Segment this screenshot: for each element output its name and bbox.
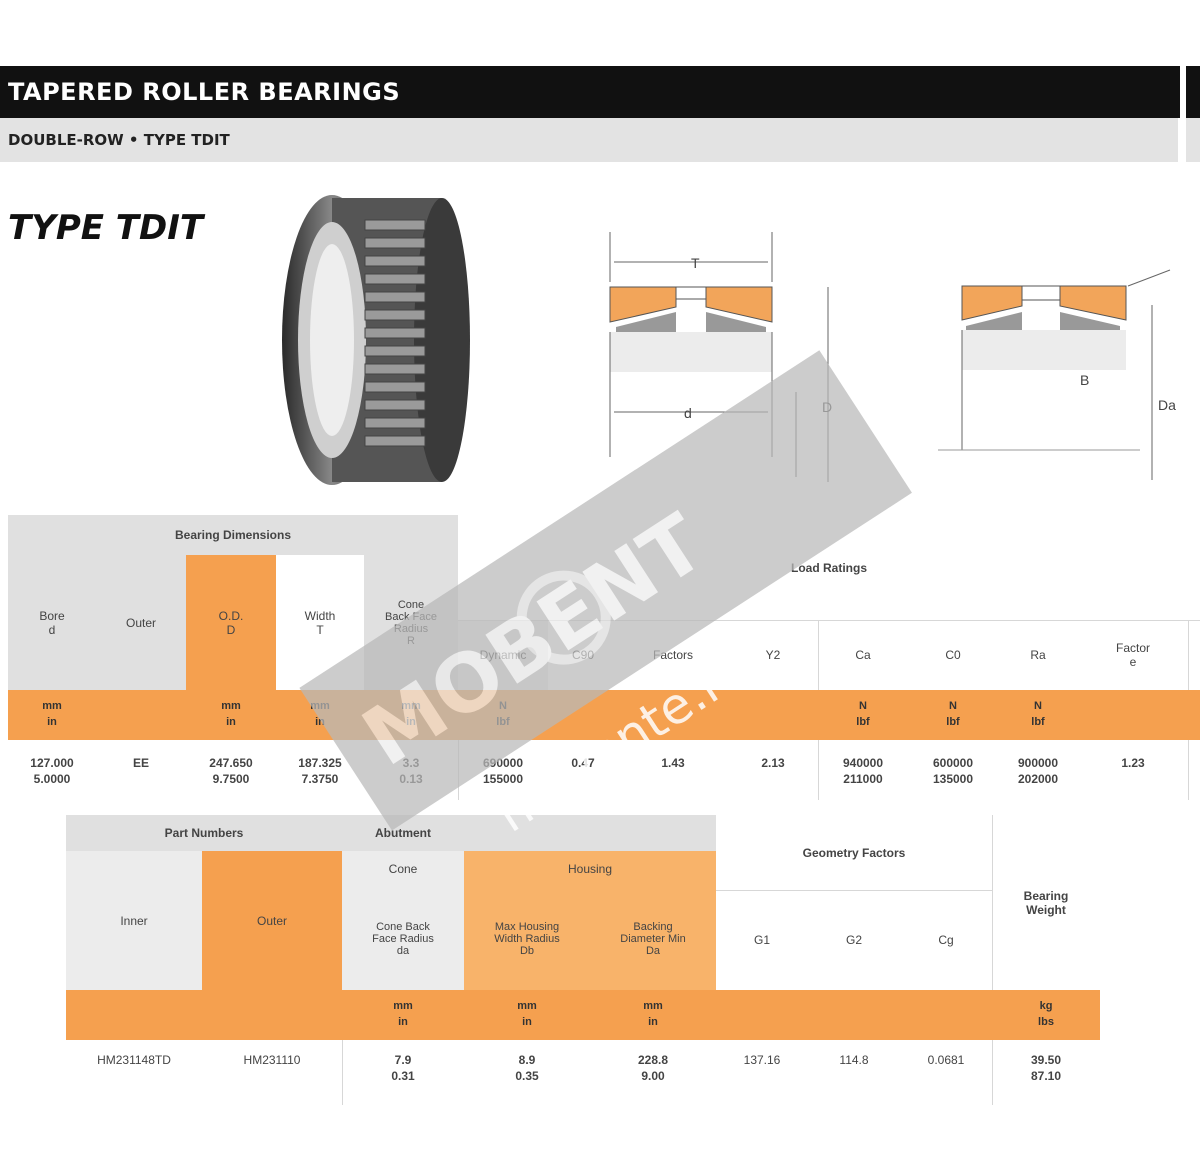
col-factor-e: Factor e (1078, 620, 1188, 690)
part-numbers-header: Part Numbers (66, 815, 342, 851)
cell-radius: 3.3 0.13 (399, 756, 423, 786)
col-c90: C90 (548, 620, 618, 690)
unit-weight: kg lbs (1038, 1000, 1054, 1028)
cell-weight: 39.50 87.10 (1030, 1053, 1062, 1083)
unit-radius: mm in (401, 700, 421, 728)
dimensions-header (464, 815, 716, 851)
col-od: O.D. D (186, 555, 276, 690)
unit-bore: mm in (42, 700, 62, 728)
col-dynamic: Dynamic (458, 620, 548, 690)
bearing-dimensions-header: Bearing Dimensions (8, 515, 458, 555)
label-D: D (822, 399, 832, 415)
col-g1: G1 (716, 890, 808, 990)
col-housing-shoulder: Max Housing Width Radius Db (464, 887, 590, 990)
cell-inner: HM231148TD (97, 1053, 171, 1067)
label-Da: Da (1158, 397, 1176, 413)
col-g3: Cg (900, 890, 992, 990)
col-outer: Outer (96, 555, 186, 690)
cell-od: 247.650 9.7500 (209, 756, 253, 786)
subtitle-bar-edge (1186, 118, 1200, 162)
col-width: Width T (276, 555, 364, 690)
unit-hs: mm in (517, 1000, 537, 1028)
cell-last: 1.23 (1121, 756, 1145, 770)
page-subtitle: DOUBLE-ROW • TYPE TDIT (0, 118, 1178, 162)
cell-dyn: 690000 155000 (482, 756, 524, 786)
col-radius: Cone Back Face Radius R (364, 555, 458, 690)
label-T: T (691, 255, 700, 271)
geometry-header: Geometry Factors (716, 815, 992, 890)
col-cone-backing: Cone Back Face Radius da (342, 887, 464, 990)
col-inner: Inner (66, 851, 202, 990)
units-band-2 (66, 990, 1100, 1040)
unit-hb: mm in (643, 1000, 663, 1028)
cell-outer2: HM231110 (243, 1053, 301, 1067)
cell-hs: 8.9 0.35 (515, 1053, 539, 1083)
col-outer2: Outer (202, 851, 342, 990)
unit-s1: N lbf (856, 700, 870, 728)
cell-width: 187.325 7.3750 (298, 756, 342, 786)
page-title: TAPERED ROLLER BEARINGS (0, 66, 1180, 118)
col-housing-backing: Backing Diameter Min Da (590, 887, 716, 990)
load-ratings-header: Load Ratings (458, 515, 1200, 620)
cell-g1: 137.16 (743, 1053, 781, 1067)
cell-hb: 228.8 9.00 (637, 1053, 669, 1083)
cell-cone: 7.9 0.31 (391, 1053, 415, 1083)
col-factors: Factors (618, 620, 728, 690)
type-heading: TYPE TDIT (8, 208, 204, 248)
bearing-photo (282, 195, 470, 485)
label-B: B (1080, 372, 1089, 388)
col-c0: C0 (908, 620, 998, 690)
col-ra: Ra (998, 620, 1078, 690)
cell-y2: 2.13 (761, 756, 785, 770)
cell-s3: 900000 202000 (1017, 756, 1059, 786)
cell-outer: EE (132, 756, 149, 770)
unit-width: mm in (310, 700, 330, 728)
cell-s2: 600000 135000 (932, 756, 974, 786)
col-g2: G2 (808, 890, 900, 990)
abutment-header: Abutment (342, 815, 464, 851)
col-ca: Ca (818, 620, 908, 690)
label-d: d (684, 405, 692, 421)
unit-dyn: N lbf (496, 700, 510, 728)
unit-s2: N lbf (946, 700, 960, 728)
cell-s1: 940000 211000 (842, 756, 884, 786)
title-bar-edge (1186, 66, 1200, 118)
col-y2: Y2 (728, 620, 818, 690)
cell-y1: 1.43 (661, 756, 685, 770)
cell-e: 0.47 (571, 756, 595, 770)
cell-g3: 0.0681 (927, 1053, 965, 1067)
unit-cone: mm in (393, 1000, 413, 1028)
col-bore: Bore d (8, 555, 96, 690)
cone-header: Cone (342, 851, 464, 887)
cell-bore: 127.000 5.0000 (30, 756, 74, 786)
unit-s3: N lbf (1031, 700, 1045, 728)
housing-header: Housing (464, 851, 716, 887)
mounting-diagram: B Da (938, 269, 1176, 480)
weight-header: Bearing Weight (992, 815, 1100, 990)
cell-g2: 114.8 (839, 1053, 869, 1067)
unit-od: mm in (221, 700, 241, 728)
cross-section-diagram: T d D (609, 232, 832, 482)
